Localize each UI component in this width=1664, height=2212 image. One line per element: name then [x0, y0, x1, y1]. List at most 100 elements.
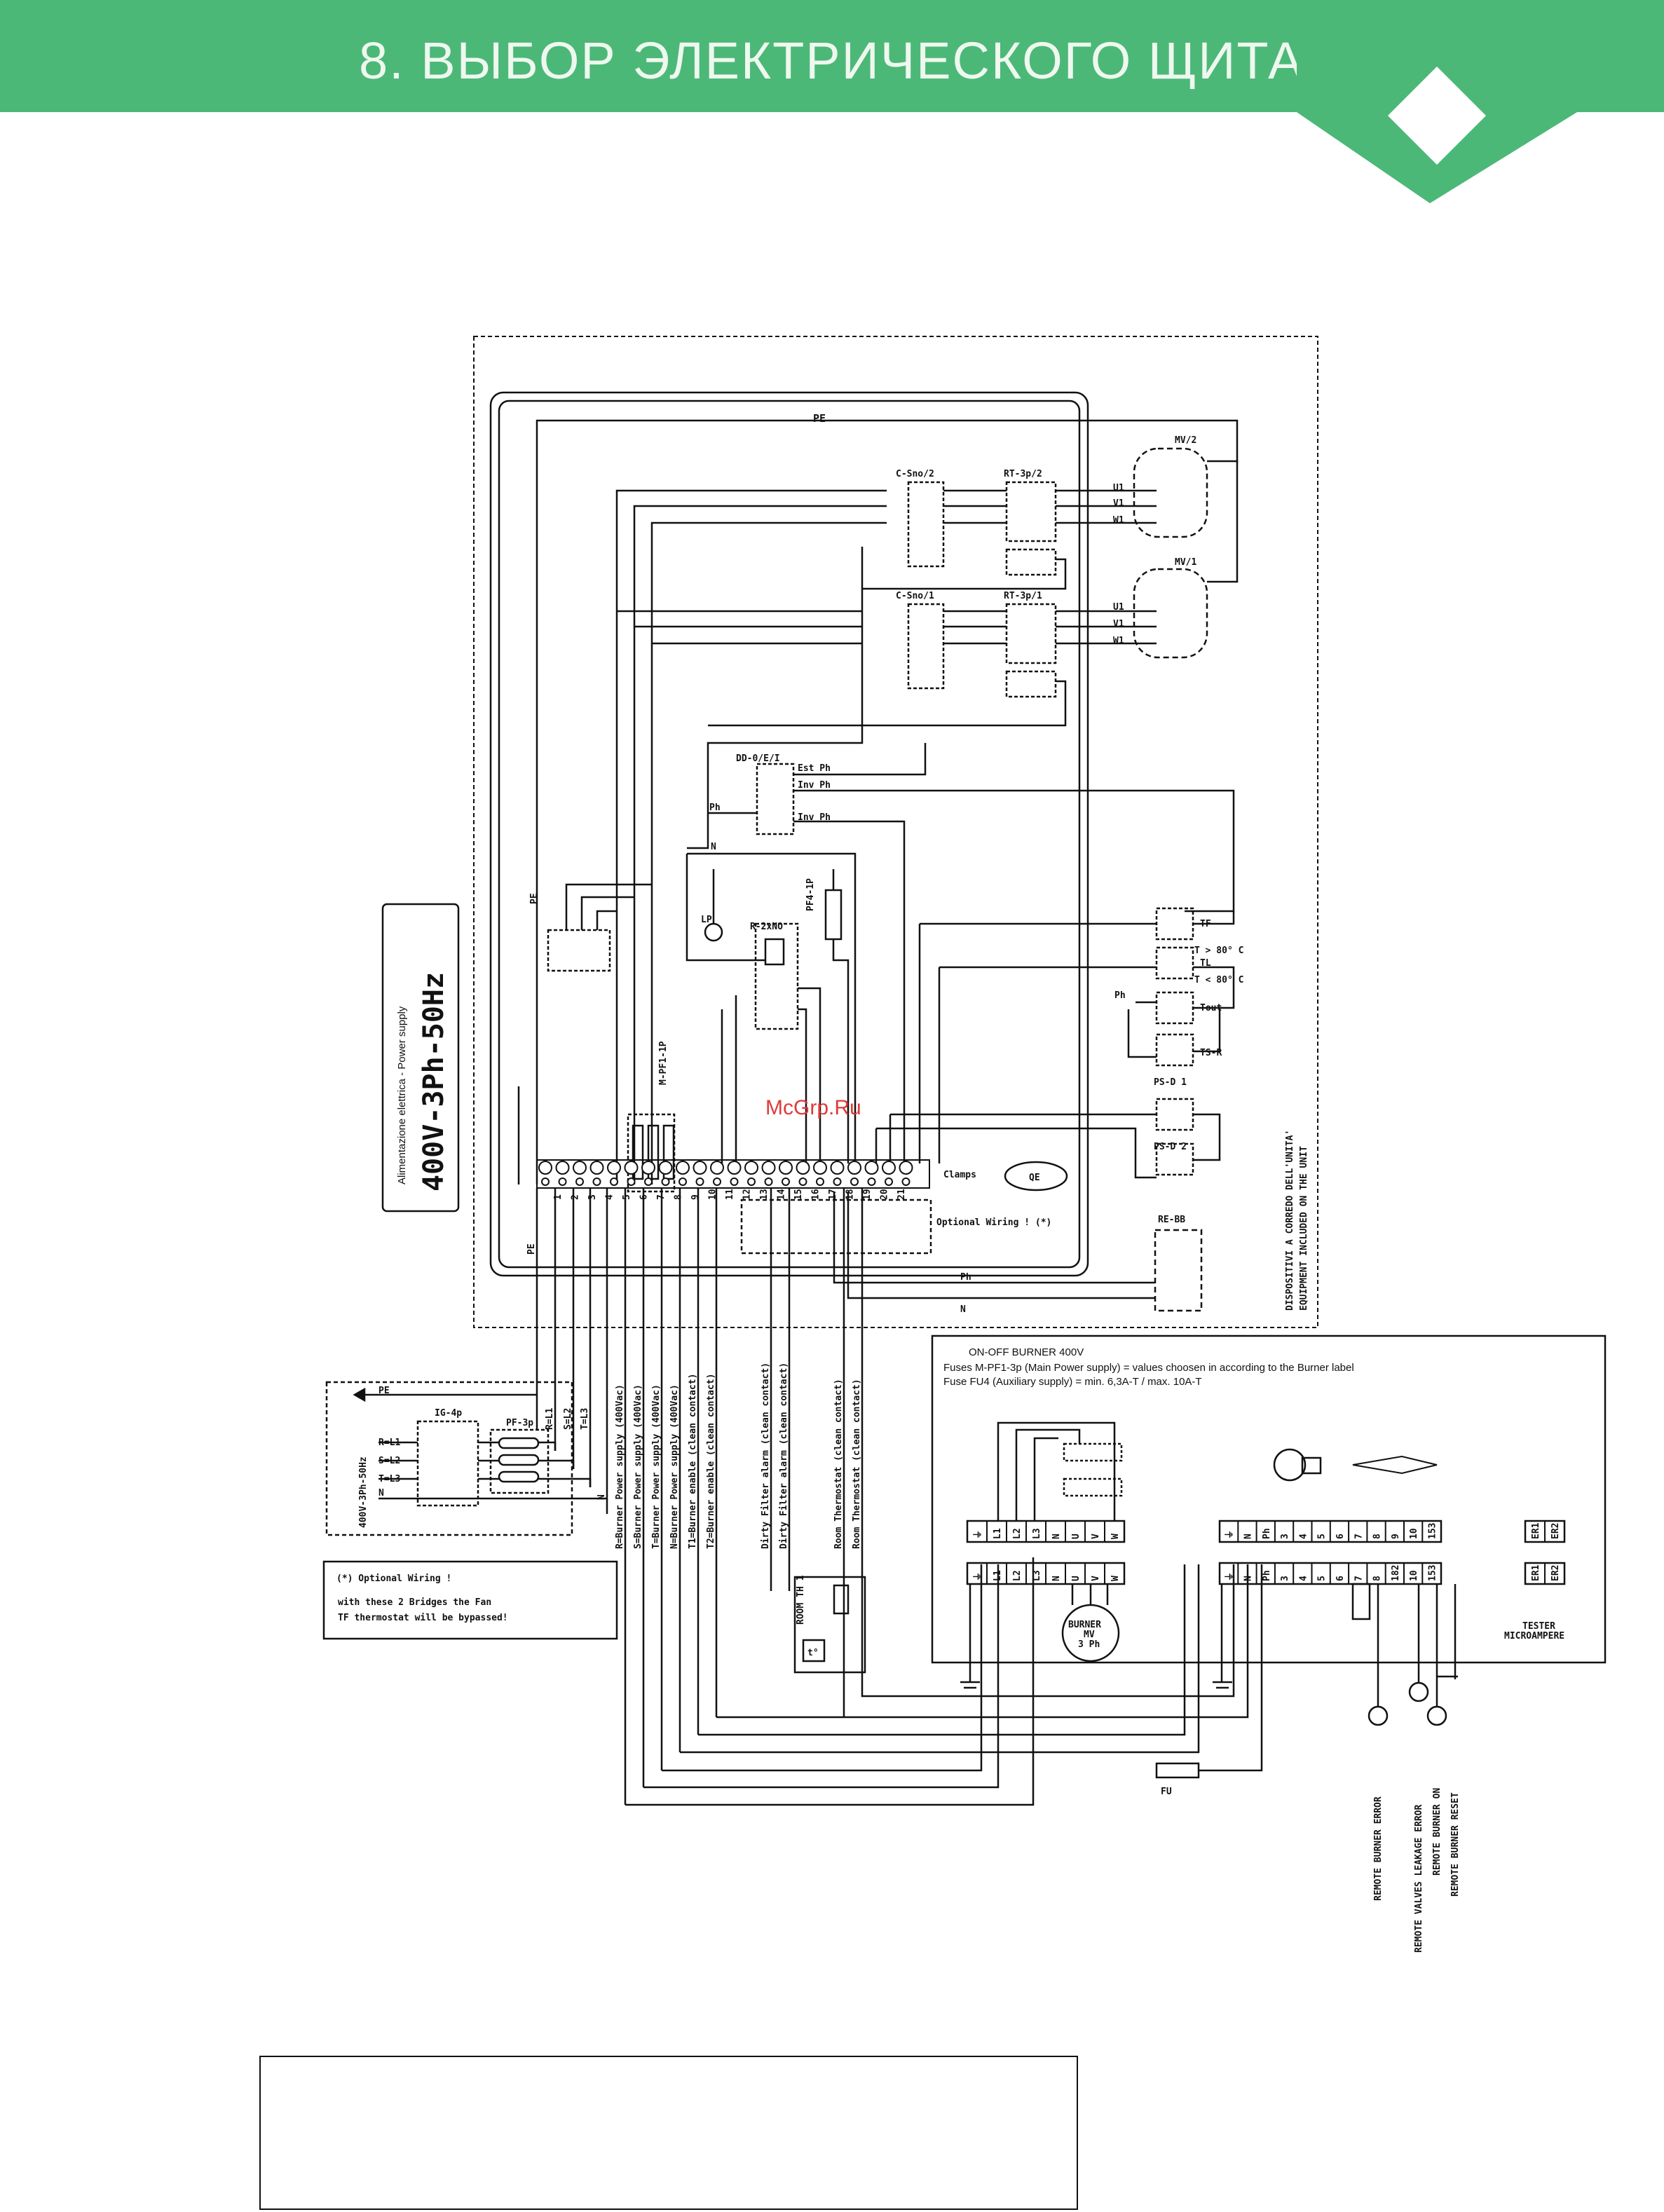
cable-label: Room Thermostat (clean contact) — [833, 1379, 844, 1549]
terminal-circle — [658, 1161, 673, 1175]
terminal-number: 10 — [708, 1189, 718, 1200]
burner-terminal-label: 10 — [1409, 1570, 1419, 1581]
note-title: (*) Optional Wiring ! — [336, 1573, 451, 1584]
burner-terminal-label: 3 — [1280, 1576, 1290, 1581]
inv-ph-label-2: Inv Ph — [798, 812, 831, 823]
cable-label: Dirty Filter alarm (clean contact) — [761, 1363, 771, 1549]
terminal-circle — [847, 1161, 861, 1175]
burner-terminal-label: 10 — [1409, 1528, 1419, 1539]
terminal-number: 20 — [880, 1189, 890, 1200]
optional-wiring-label: Optional Wiring ! (*) — [936, 1217, 1051, 1228]
burner-terminal-label: L1 — [993, 1570, 1003, 1581]
terminal-pin — [610, 1177, 618, 1186]
dispositivi-label-1: DISPOSITIVI A CORREDO DELL'UNITA' — [1285, 1130, 1295, 1311]
page-title: 8. ВЫБОР ЭЛЕКТРИЧЕСКОГО ЩИТА — [359, 32, 1304, 90]
terminal-circle — [624, 1161, 639, 1175]
terminal-number: 15 — [793, 1189, 804, 1200]
terminal-circle — [899, 1161, 913, 1175]
burner-terminal-label: ⏚ — [973, 1572, 983, 1581]
qe-label: QE — [1029, 1173, 1040, 1183]
burner-terminal-label: Ph — [1262, 1570, 1272, 1581]
burner-terminal-label: N — [1051, 1534, 1062, 1539]
burner-fuse-note-2: Fuse FU4 (Auxiliary supply) = min. 6,3A-… — [943, 1376, 1202, 1388]
n-rebb-label: N — [960, 1304, 966, 1315]
tl-label: TL — [1200, 958, 1211, 969]
cable-label: PE — [526, 1243, 537, 1255]
terminal-number: 14 — [777, 1189, 787, 1200]
room-th-label: ROOM TH 1 — [796, 1575, 806, 1625]
pe-supply-label: PE — [379, 1386, 390, 1396]
terminal-circle — [641, 1161, 655, 1175]
burner-terminal-label: 182 — [1391, 1565, 1401, 1581]
burner-title: ON-OFF BURNER 400V — [969, 1346, 1084, 1358]
burner-terminal-label: 4 — [1298, 1534, 1309, 1539]
terminal-number: 3 — [587, 1194, 598, 1200]
est-ph-label: Est Ph — [798, 763, 831, 774]
lp-label: LP — [701, 915, 712, 925]
burner-terminal-label: U — [1071, 1534, 1082, 1539]
note-line-1: with these 2 Bridges the Fan — [338, 1597, 491, 1608]
burner-terminal-label: N — [1243, 1576, 1253, 1581]
note-line-2: TF thermostat will be bypassed! — [338, 1613, 508, 1623]
terminal-circle — [882, 1161, 896, 1175]
burner-terminal-label: N — [1051, 1576, 1062, 1581]
mv1-label: MV/1 — [1175, 557, 1196, 568]
cable-label: T1=Burner enable (clean contact) — [688, 1374, 698, 1549]
terminal-circle — [796, 1161, 810, 1175]
cable-label: S=L2 — [563, 1408, 573, 1430]
u1-label-2: U1 — [1113, 483, 1124, 493]
terminal-pin — [764, 1177, 773, 1186]
power-subtitle: Alimentazione elettrica - Power supply — [396, 1006, 408, 1184]
terminal-pin — [833, 1177, 842, 1186]
terminal-circle — [676, 1161, 690, 1175]
tsr-label: TS-R — [1200, 1048, 1222, 1058]
terminal-pin — [730, 1177, 739, 1186]
tl-hi-label: T > 80° C — [1194, 945, 1243, 956]
tl-lo-label: T < 80° C — [1194, 975, 1243, 985]
terminal-number: 2 — [571, 1194, 581, 1200]
terminal-number: 4 — [605, 1194, 615, 1200]
ph-tout-label: Ph — [1114, 990, 1126, 1001]
terminal-circle — [710, 1161, 724, 1175]
terminal-pin — [575, 1177, 584, 1186]
burner-terminal-label: 3 — [1280, 1534, 1290, 1539]
burner-terminal-label: ⏚ — [973, 1530, 983, 1539]
tester-label-1: TESTER — [1522, 1621, 1555, 1632]
header-tab-diamond — [1297, 0, 1577, 203]
n-label: N — [711, 842, 716, 852]
terminal-circle — [813, 1161, 827, 1175]
terminal-circle — [589, 1161, 604, 1175]
burner-terminal-label: U — [1071, 1576, 1082, 1581]
burner-terminal-label: 7 — [1353, 1534, 1364, 1539]
cable-label: Dirty Filter alarm (clean contact) — [779, 1363, 789, 1549]
terminal-pin — [695, 1177, 704, 1186]
burner-terminal-label: L3 — [1032, 1570, 1042, 1581]
terminal-number: 7 — [656, 1194, 667, 1200]
terminal-circle — [864, 1161, 879, 1175]
terminal-circle — [744, 1161, 758, 1175]
burner-terminal-label: ER1 — [1531, 1522, 1541, 1539]
cable-label: T2=Burner enable (clean contact) — [706, 1374, 716, 1549]
tout-label: Tout — [1200, 1003, 1222, 1013]
rebb-label: RE-BB — [1158, 1215, 1185, 1225]
terminal-pin — [901, 1177, 911, 1186]
c-sno2-label: C-Sno/2 — [896, 469, 934, 479]
psd2-label: PS-D 2 — [1154, 1142, 1187, 1152]
room-t-label: t° — [807, 1648, 819, 1658]
clamps-label: Clamps — [943, 1170, 976, 1180]
tester-label-2: MICROAMPERE — [1504, 1631, 1564, 1641]
burner-terminal-label: ER2 — [1550, 1565, 1561, 1581]
burner-terminal-label: ER2 — [1550, 1523, 1561, 1539]
terminal-pin — [661, 1177, 670, 1186]
supply-small-label: 400V-3Ph-50Hz — [358, 1456, 369, 1528]
burner-terminal-label: L2 — [1012, 1570, 1023, 1581]
terminal-circle — [538, 1161, 552, 1175]
terminal-circle — [607, 1161, 621, 1175]
terminal-pin — [816, 1177, 824, 1186]
terminal-number: 18 — [845, 1189, 856, 1200]
terminal-circle — [830, 1161, 845, 1175]
c-sno1-label: C-Sno/1 — [896, 591, 934, 601]
cable-label: Room Thermostat (clean contact) — [852, 1379, 862, 1549]
pe-top-label: PE — [813, 412, 826, 425]
burner-terminal-label: 6 — [1335, 1534, 1346, 1539]
